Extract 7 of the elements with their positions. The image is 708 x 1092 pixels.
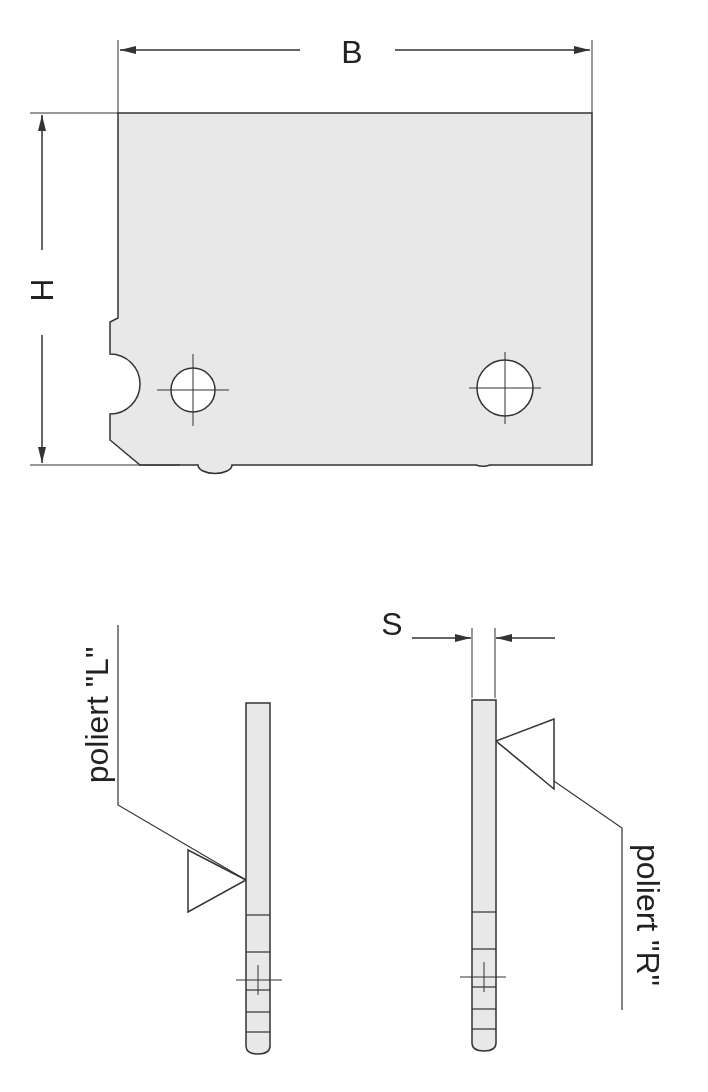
- annotation-text: poliert "L": [79, 625, 115, 805]
- annotation-text: poliert "R": [630, 825, 666, 1005]
- dimension-label: H: [24, 277, 60, 304]
- leader-line: [495, 718, 623, 1011]
- leader-line: [117, 624, 247, 913]
- dimension-label: S: [380, 606, 404, 642]
- dimension-label: B: [340, 34, 364, 70]
